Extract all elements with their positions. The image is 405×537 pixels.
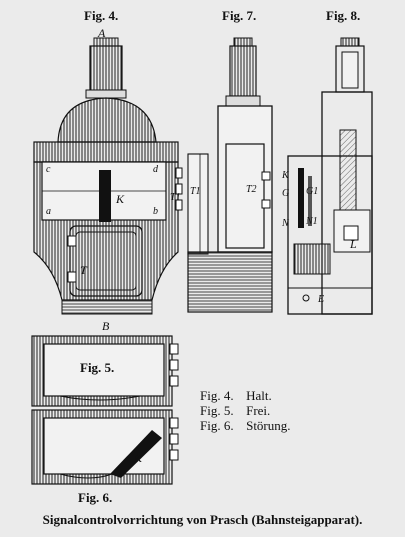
legend-fig-3: Fig. 6. [200,418,234,433]
fig4-dome [57,97,157,143]
fig8-label-L: L [349,237,357,251]
fig8-jar [293,243,331,275]
fig8-label-E: E [317,294,324,305]
fig4-door [69,225,143,297]
fig4-label-b: b [153,206,158,217]
fig4-label-d: d [153,164,159,175]
fig6-label-K: K [133,451,143,465]
fig4-lamp-body [89,45,123,97]
fig5-drawing [31,335,179,407]
fig5-title: Fig. 5. [80,360,115,375]
fig7-base [187,251,273,313]
figure-caption: Signalcontrolvorrichtung von Prasch (Bah… [42,512,363,527]
fig4-title: Fig. 4. [84,8,119,23]
legend-line-2: Fig. 5. Frei. [200,403,270,419]
fig4-label-c: c [46,164,51,175]
fig7-label-T2: T2 [246,184,257,195]
fig6-drawing: K [31,409,179,485]
fig8-title: Fig. 8. [326,8,361,23]
fig4-indicator-bar [99,170,111,222]
legend-meaning-3: Störung. [246,418,291,433]
fig6-title: Fig. 6. [78,490,113,505]
fig8-label-G1: G1 [306,186,318,197]
legend-meaning-1: Halt. [246,388,272,403]
fig4-label-A: A [97,26,106,40]
legend-line-3: Fig. 6. Störung. [200,418,291,434]
fig7-label-T1: T1 [190,186,201,197]
fig8-drawing: K G G1 N N1 L E [281,37,373,315]
legend-fig-2: Fig. 5. [200,403,234,418]
fig7-drawing: T1 T2 [187,37,273,313]
fig8-label-N1: N1 [305,216,318,227]
legend-fig-1: Fig. 4. [200,388,234,403]
fig4-label-B: B [102,319,110,333]
fig4-label-T: T [80,263,88,277]
fig8-label-K: K [281,170,290,181]
fig6-indicator-bar [110,430,162,478]
fig4-label-a: a [46,206,51,217]
fig8-label-N: N [281,218,290,229]
fig4-label-T1: T1 [170,192,181,203]
fig8-main-body [287,155,373,315]
fig4-drawing: A c d a b K T T1 B [33,26,183,333]
fig7-title: Fig. 7. [222,8,257,23]
legend-line-1: Fig. 4. Halt. [200,388,272,404]
fig4-case-top [33,141,179,163]
fig7-lamp [229,45,257,97]
fig8-label-G: G [282,188,289,199]
legend-meaning-2: Frei. [246,403,271,418]
fig4-label-K: K [115,192,125,206]
